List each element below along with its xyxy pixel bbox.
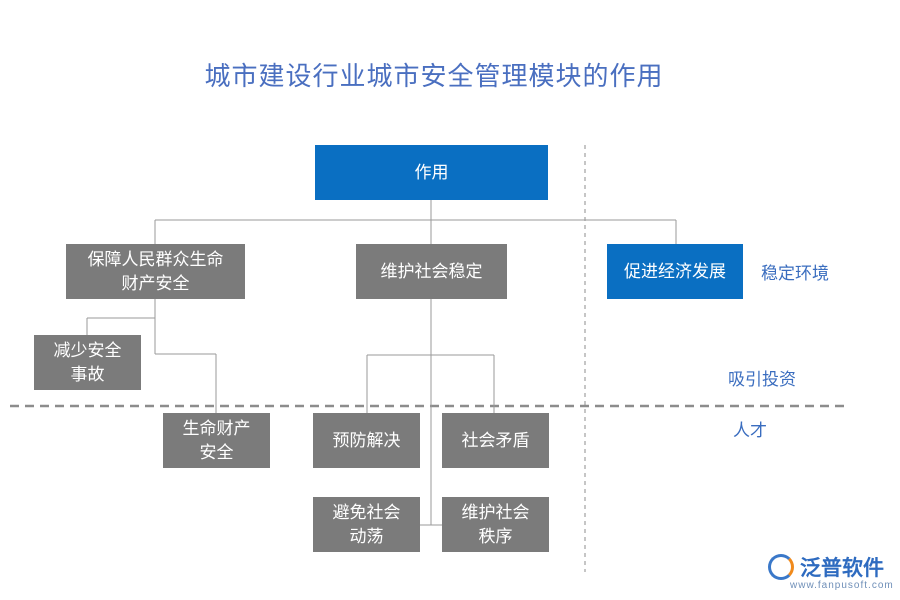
node-avoid-unrest: 避免社会 动荡 [313,497,420,552]
fanpu-logo-icon [768,554,794,580]
diagram-title: 城市建设行业城市安全管理模块的作用 [204,62,664,92]
node-promote-economy: 促进经济发展 [607,244,743,299]
node-prevent-resolve: 预防解决 [313,413,420,468]
node-protect-life-property: 保障人民群众生命 财产安全 [66,244,245,299]
label-attract-investment: 吸引投资 [728,370,796,390]
brand-name: 泛普软件 [800,557,884,580]
brand-url: www.fanpusoft.com [790,580,894,591]
brand-logo: 泛普软件 www.fanpusoft.com [768,552,893,591]
node-maintain-stability: 维护社会稳定 [356,244,507,299]
node-social-conflict: 社会矛盾 [442,413,549,468]
node-reduce-accidents: 减少安全 事故 [34,335,141,390]
node-root: 作用 [315,145,548,200]
label-talent: 人才 [733,421,767,441]
node-life-property-safety: 生命财产 安全 [163,413,270,468]
node-maintain-order: 维护社会 秩序 [442,497,549,552]
label-stable-environment: 稳定环境 [761,264,829,284]
